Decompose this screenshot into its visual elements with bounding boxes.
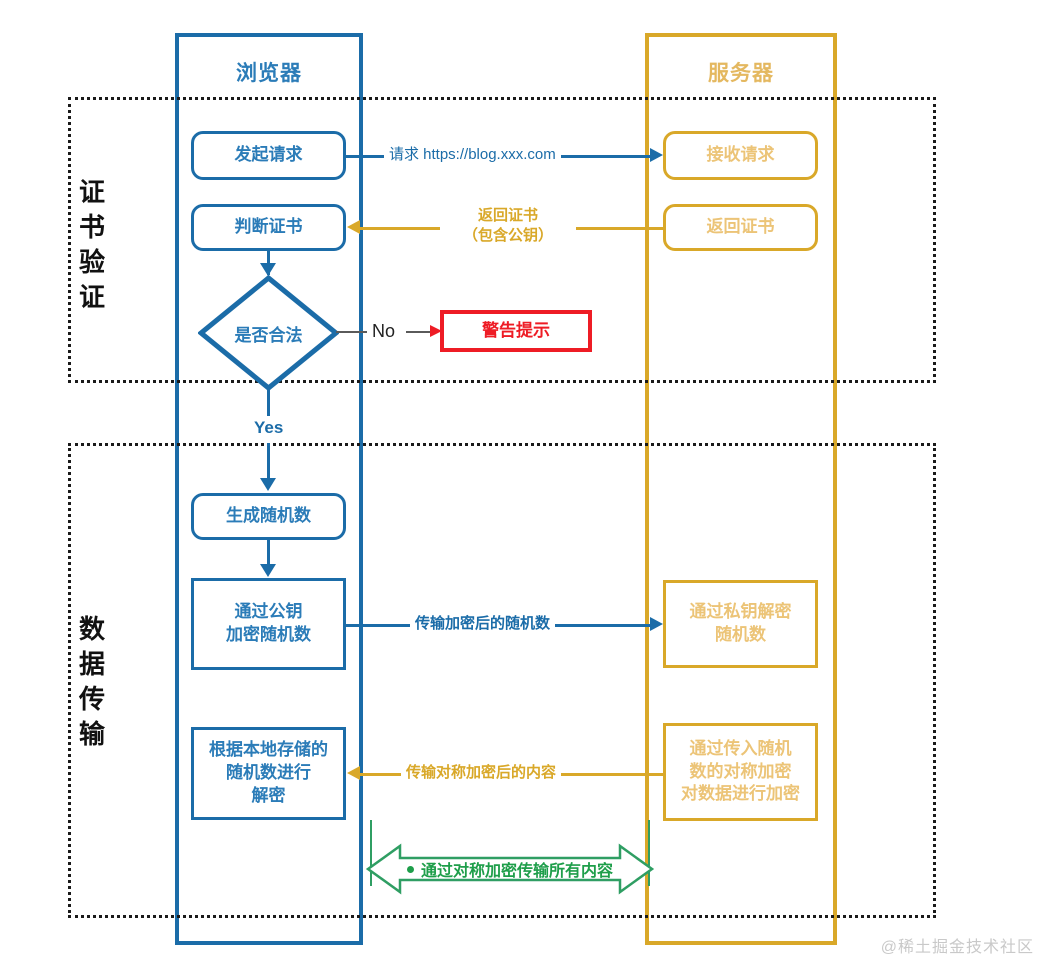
node-server-symmetric-line3: 对数据进行加密 bbox=[681, 784, 800, 804]
node-encrypt-random-line1: 通过公钥 bbox=[234, 602, 303, 622]
node-server-decrypt-line1: 通过私钥解密 bbox=[689, 602, 792, 622]
edge-no-line-a bbox=[336, 331, 370, 333]
node-warning-label: 警告提示 bbox=[482, 320, 550, 340]
lane-server-title: 服务器 bbox=[708, 62, 774, 85]
edge-checkcert-to-diamond-arrowhead bbox=[260, 263, 276, 276]
edge-yes-line-upper bbox=[267, 388, 270, 416]
node-warning[interactable]: 警告提示 bbox=[440, 310, 592, 352]
edge-no-label: No bbox=[367, 320, 401, 344]
edge-yes-arrowhead bbox=[260, 478, 276, 491]
edge-return-cert-label-line1: 返回证书 bbox=[477, 207, 538, 224]
edge-genrandom-to-encrypt-arrowhead bbox=[260, 564, 276, 577]
edge-return-cert-label-line2: （包含公钥） bbox=[462, 226, 553, 244]
node-send-request[interactable]: 发起请求 bbox=[191, 131, 346, 180]
annotation-symmetric-transfer: 通过对称加密传输所有内容 bbox=[365, 838, 655, 900]
node-local-decrypt-line3: 解密 bbox=[251, 785, 286, 805]
edge-server-drop-leg bbox=[648, 820, 650, 886]
node-return-cert-label: 返回证书 bbox=[706, 217, 775, 237]
node-check-cert[interactable]: 判断证书 bbox=[191, 204, 346, 251]
node-server-symmetric-line2: 数的对称加密 bbox=[689, 761, 792, 781]
node-local-decrypt[interactable]: 根据本地存储的 随机数进行 解密 bbox=[191, 727, 346, 820]
node-server-symmetric-encrypt[interactable]: 通过传入随机 数的对称加密 对数据进行加密 bbox=[663, 723, 818, 821]
section-data-transfer bbox=[68, 443, 936, 918]
edge-yes-line-lower bbox=[267, 443, 270, 486]
node-encrypt-random-line2: 加密随机数 bbox=[226, 625, 311, 644]
node-generate-random-label: 生成随机数 bbox=[226, 506, 311, 526]
node-server-symmetric-line1: 通过传入随机 bbox=[689, 738, 792, 758]
edge-request-arrowhead bbox=[650, 148, 663, 162]
edge-transfer-sym-arrowhead bbox=[347, 766, 360, 780]
node-send-request-label: 发起请求 bbox=[234, 145, 303, 165]
bullet-icon bbox=[406, 865, 414, 873]
annotation-symmetric-transfer-text: 通过对称加密传输所有内容 bbox=[366, 838, 654, 900]
watermark: @稀土掘金技术社区 bbox=[880, 939, 1034, 956]
lane-server bbox=[645, 33, 837, 945]
edge-yes-label: Yes bbox=[249, 417, 289, 440]
double-arrow-icon bbox=[365, 843, 655, 895]
edge-transfer-random-label: 传输加密后的随机数 bbox=[410, 614, 556, 634]
node-receive-request-label: 接收请求 bbox=[706, 145, 775, 165]
node-check-cert-label: 判断证书 bbox=[234, 217, 303, 237]
edge-no-arrowhead bbox=[430, 325, 442, 337]
section-cert-verification bbox=[68, 97, 936, 383]
section-label-char: 证 bbox=[78, 177, 105, 207]
node-receive-request[interactable]: 接收请求 bbox=[663, 131, 818, 180]
lane-browser bbox=[175, 33, 363, 945]
edge-return-cert-arrowhead bbox=[347, 220, 360, 234]
section-label-char: 证 bbox=[78, 282, 105, 313]
node-local-decrypt-line2: 随机数进行 bbox=[226, 763, 311, 783]
node-is-legal[interactable]: 是否合法 bbox=[198, 275, 339, 391]
edge-transfer-random-arrowhead bbox=[650, 617, 663, 631]
annotation-symmetric-transfer-label: 通过对称加密传输所有内容 bbox=[420, 863, 613, 880]
node-server-decrypt-random[interactable]: 通过私钥解密 随机数 bbox=[663, 580, 818, 668]
section-label-char: 书 bbox=[78, 212, 105, 243]
lane-browser-header: 浏览器 bbox=[175, 33, 363, 103]
section-label-char: 传 bbox=[78, 684, 105, 715]
section-label-cert-verification: 证 书 验 证 bbox=[75, 175, 109, 315]
section-label-char: 据 bbox=[78, 649, 105, 680]
node-return-cert[interactable]: 返回证书 bbox=[663, 204, 818, 251]
edge-no-line-b bbox=[406, 331, 436, 333]
section-label-char: 数 bbox=[78, 614, 105, 644]
section-label-char: 验 bbox=[78, 247, 105, 278]
node-server-decrypt-line2: 随机数 bbox=[715, 625, 766, 644]
lane-server-header: 服务器 bbox=[645, 33, 837, 103]
edge-request-label: 请求 https://blog.xxx.com bbox=[384, 145, 561, 165]
lane-browser-title: 浏览器 bbox=[236, 62, 302, 85]
node-encrypt-random[interactable]: 通过公钥 加密随机数 bbox=[191, 578, 346, 670]
node-local-decrypt-line1: 根据本地存储的 bbox=[209, 740, 328, 760]
edge-return-cert-label: 返回证书 （包含公钥） bbox=[440, 206, 576, 245]
node-generate-random[interactable]: 生成随机数 bbox=[191, 493, 346, 540]
edge-genrandom-to-encrypt bbox=[267, 540, 270, 572]
section-label-char: 输 bbox=[78, 719, 105, 750]
node-is-legal-label: 是否合法 bbox=[234, 325, 303, 345]
edge-transfer-sym-label: 传输对称加密后的内容 bbox=[401, 763, 562, 783]
section-label-data-transfer: 数 据 传 输 bbox=[75, 612, 109, 752]
edge-browser-drop-leg bbox=[370, 820, 372, 886]
